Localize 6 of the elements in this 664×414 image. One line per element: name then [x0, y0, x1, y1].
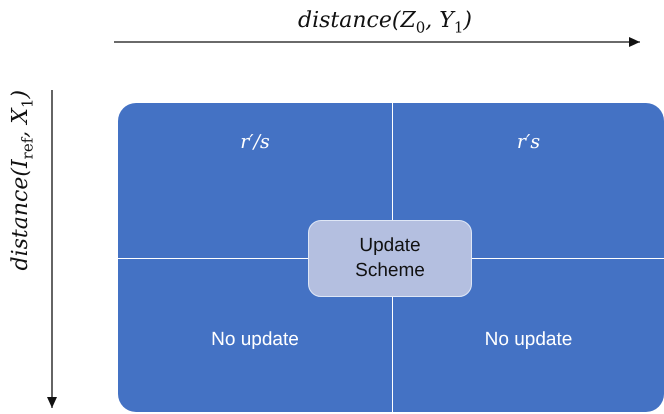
quadrant-label: No update [211, 329, 299, 351]
update-scheme-box: Update Scheme [308, 220, 472, 297]
quadrant-label: No update [484, 329, 572, 351]
math-expression: r′s [516, 131, 540, 153]
math-expression: r′/s [240, 131, 270, 153]
axis-label: distance(Z$_{0}$, Y$_{1}$) [298, 8, 472, 36]
